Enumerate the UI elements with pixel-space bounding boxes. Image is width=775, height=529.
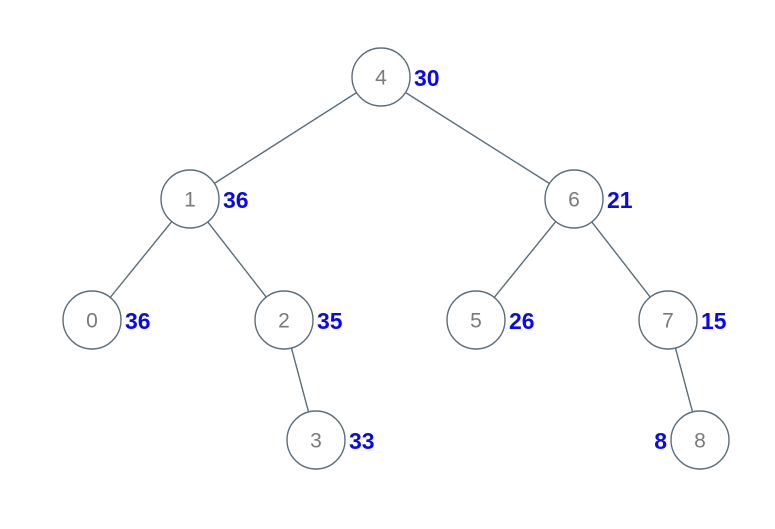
- node-weight-3: 33: [349, 428, 375, 454]
- tree-node-7[interactable]: 7 15: [638, 290, 727, 350]
- node-value-5: 5: [470, 310, 482, 333]
- node-circle-1[interactable]: [160, 169, 220, 229]
- node-value-2: 2: [278, 310, 290, 333]
- tree-node-2[interactable]: 2 35: [254, 290, 343, 350]
- node-weight-6: 21: [607, 187, 633, 213]
- node-circle-0[interactable]: [62, 290, 122, 350]
- tree-node-1[interactable]: 1 36: [160, 169, 249, 229]
- node-weight-5: 26: [509, 308, 535, 334]
- tree-edge-1-2: [207, 221, 267, 298]
- node-weight-0: 36: [125, 308, 151, 334]
- node-value-3: 3: [310, 430, 322, 453]
- node-weight-7: 15: [701, 308, 727, 334]
- tree-node-4[interactable]: 4 30: [351, 47, 440, 107]
- node-value-0: 0: [86, 310, 98, 333]
- tree-node-5[interactable]: 5 26: [446, 290, 535, 350]
- tree-node-8[interactable]: 88: [654, 410, 730, 470]
- node-weight-2: 35: [317, 308, 343, 334]
- node-weight-4: 30: [414, 65, 440, 91]
- node-value-4: 4: [375, 67, 387, 90]
- node-circle-2[interactable]: [254, 290, 314, 350]
- node-circle-4[interactable]: [351, 47, 411, 107]
- node-value-8: 8: [694, 430, 706, 453]
- node-weight-8: 8: [654, 428, 667, 454]
- node-weight-1: 36: [223, 187, 249, 213]
- node-circle-8[interactable]: [670, 410, 730, 470]
- node-value-7: 7: [662, 310, 674, 333]
- tree-edge-6-7: [591, 221, 651, 298]
- tree-edge-4-1: [213, 91, 358, 185]
- node-circle-5[interactable]: [446, 290, 506, 350]
- node-value-6: 6: [568, 189, 580, 212]
- tree-edge-4-6: [404, 91, 551, 185]
- tree-node-0[interactable]: 0 36: [62, 290, 151, 350]
- node-circle-7[interactable]: [638, 290, 698, 350]
- node-circle-3[interactable]: [286, 410, 346, 470]
- tree-node-6[interactable]: 6 21: [544, 169, 633, 229]
- tree-edge-7-8: [674, 347, 694, 413]
- tree-edge-2-3: [290, 347, 310, 413]
- node-circle-6[interactable]: [544, 169, 604, 229]
- tree-edge-1-0: [109, 220, 173, 299]
- tree-edge-6-5: [493, 220, 557, 299]
- edges-group: [109, 91, 694, 413]
- node-value-1: 1: [184, 189, 196, 212]
